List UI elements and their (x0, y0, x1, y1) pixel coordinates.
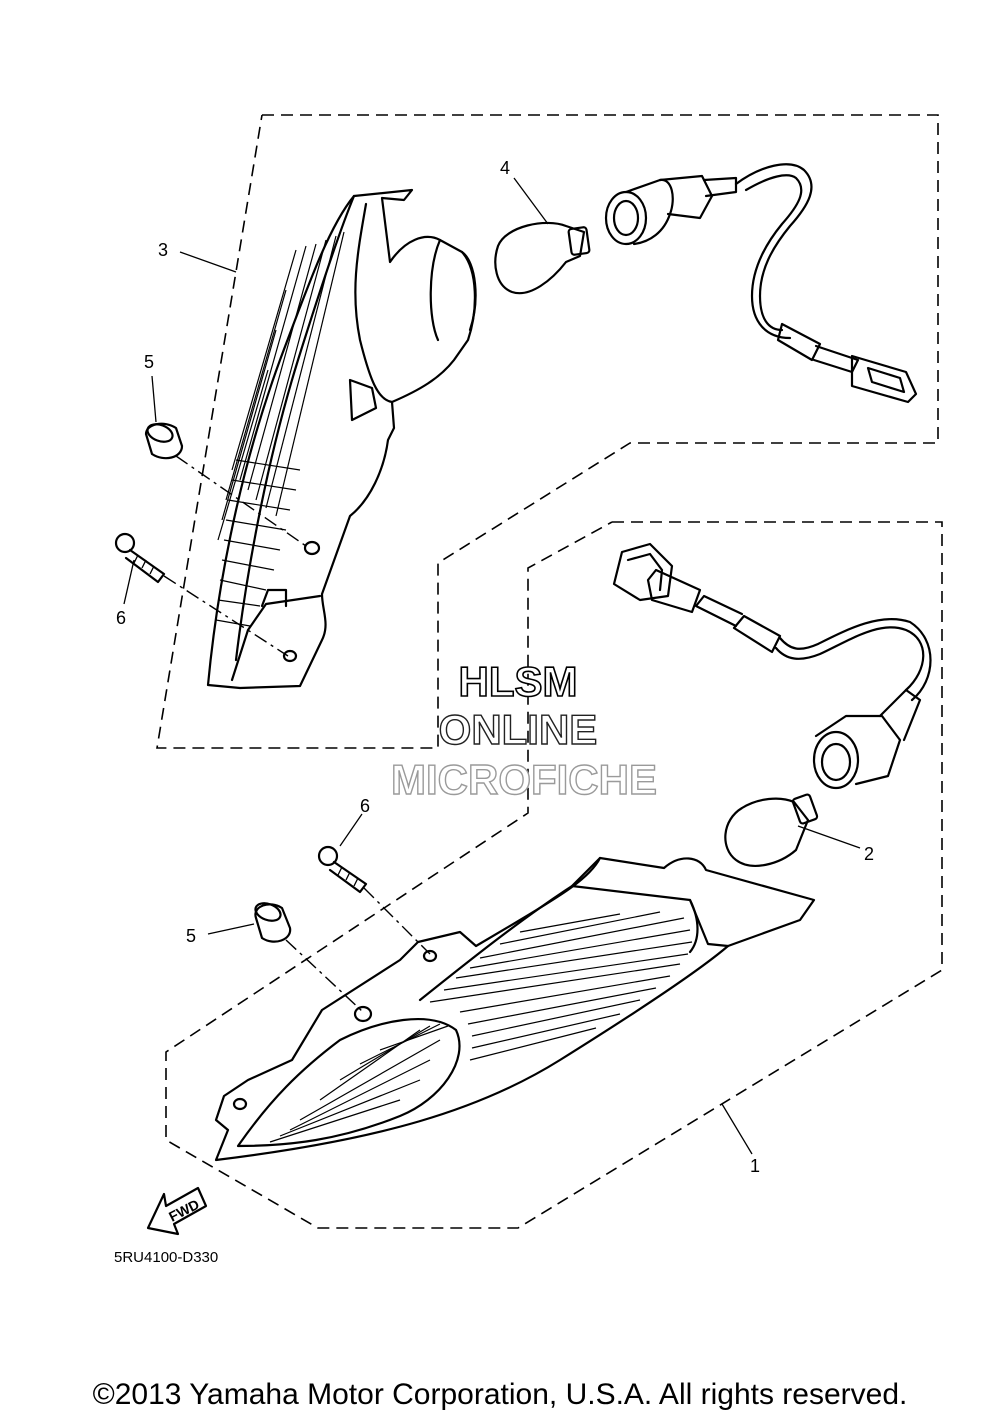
upper-turn-signal-housing (206, 188, 477, 690)
watermark-line-2: ONLINE (439, 706, 598, 753)
callout-2: 2 (864, 844, 874, 864)
assembly-1-boundary (165, 521, 943, 1229)
watermark-line-1: HLSM (459, 658, 578, 705)
bulb-2 (724, 793, 819, 867)
watermark: HLSM ONLINE MICROFICHE (390, 657, 657, 804)
grommet-5-upper (144, 422, 184, 460)
leader-6-upper (163, 575, 289, 657)
upper-socket-harness (604, 163, 918, 404)
leader-5b (207, 923, 255, 935)
callout-6-upper: 6 (116, 608, 126, 628)
lower-socket-harness (612, 542, 932, 790)
callout-6-lower: 6 (360, 796, 370, 816)
leader-2 (797, 825, 861, 849)
screw-6-lower (317, 845, 368, 894)
leader-5a (151, 375, 157, 423)
leader-6a (123, 559, 135, 605)
callout-3: 3 (158, 240, 168, 260)
diagram-code: 5RU4100-D330 (114, 1249, 218, 1266)
leader-3 (179, 251, 237, 273)
bulb-4 (494, 221, 591, 295)
screw-6-upper (114, 532, 166, 584)
leader-5-lower (285, 939, 364, 1013)
forward-arrow-icon: FWD (146, 1186, 208, 1236)
grommet-5-lower (254, 902, 292, 943)
callout-4: 4 (500, 158, 510, 178)
assembly-3-boundary (156, 114, 939, 749)
watermark-line-3: MICROFICHE (391, 756, 657, 803)
leader-5-upper (175, 455, 307, 547)
leader-6-lower (363, 887, 431, 955)
lower-turn-signal-housing (214, 856, 816, 1162)
forward-label: FWD (166, 1196, 202, 1225)
leader-4 (513, 177, 549, 225)
copyright-text: ©2013 Yamaha Motor Corporation, U.S.A. A… (93, 1378, 908, 1411)
callout-5-lower: 5 (186, 926, 196, 946)
leader-6b (339, 813, 363, 847)
callout-5-upper: 5 (144, 352, 154, 372)
callout-1: 1 (750, 1156, 760, 1176)
leader-1 (721, 1103, 753, 1155)
